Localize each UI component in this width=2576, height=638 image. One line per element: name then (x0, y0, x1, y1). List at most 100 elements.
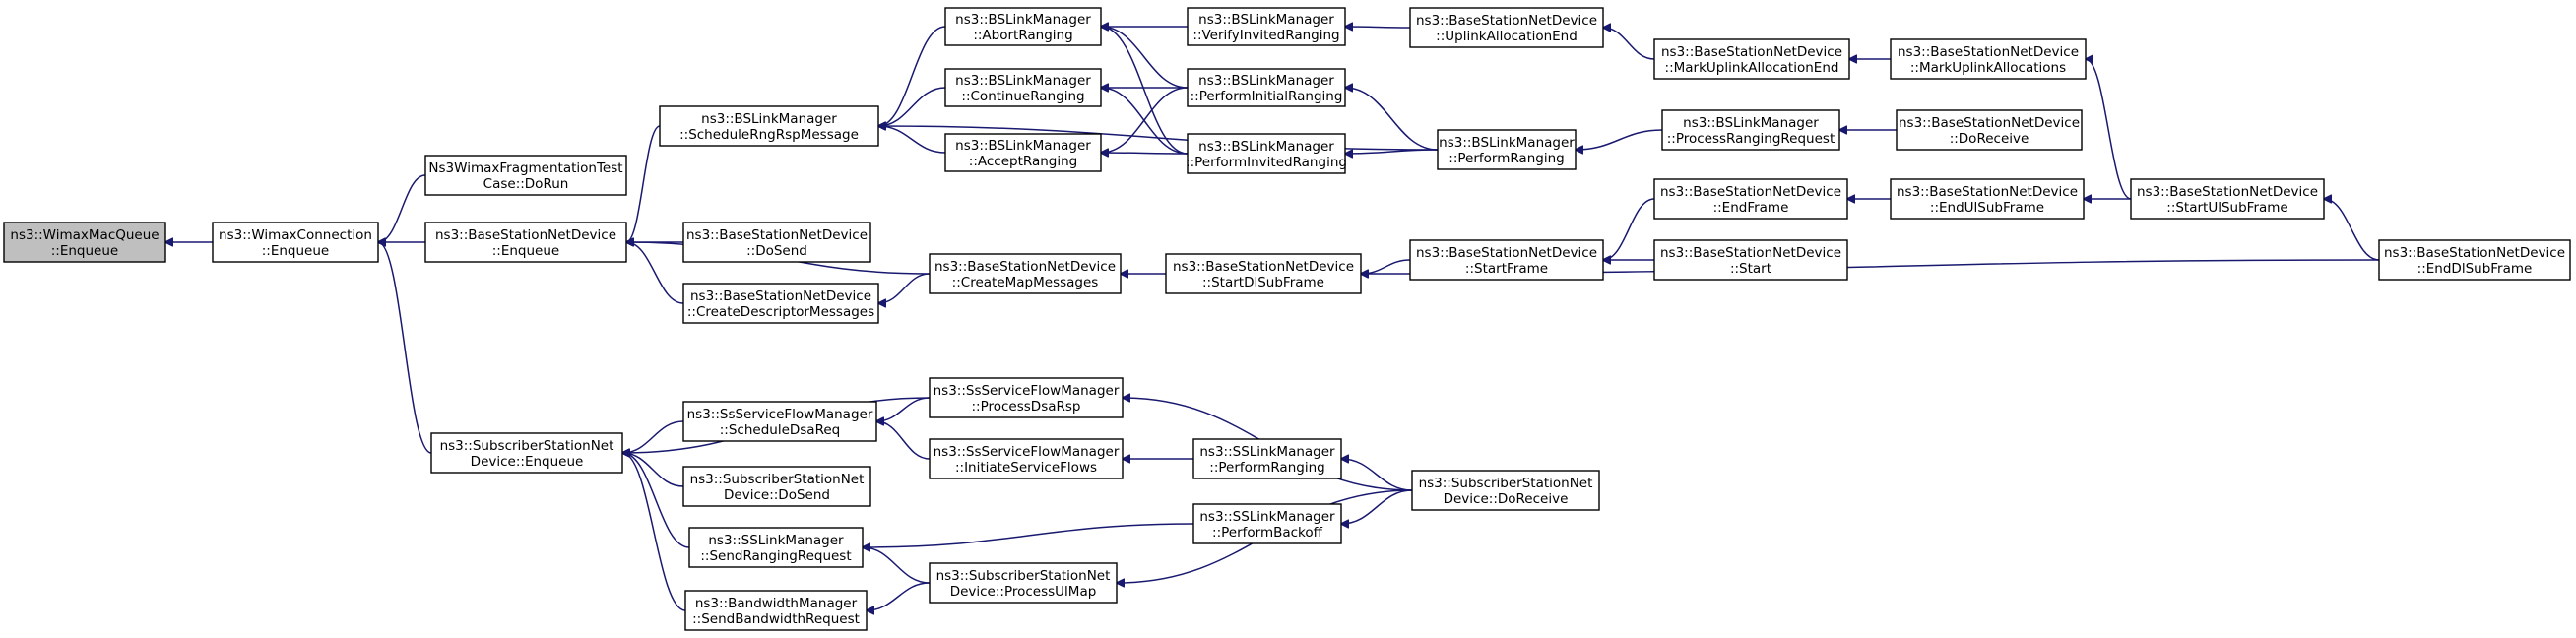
node-label-line: ns3::WimaxConnection (219, 227, 372, 243)
edge-ssnd-enqueue-to-wimaxconnection-enqueue (378, 242, 432, 454)
node-label-line: ns3::SSLinkManager (1199, 444, 1335, 460)
node-bsnd-createdescriptor[interactable]: ns3::BaseStationNetDevice::CreateDescrip… (682, 283, 879, 324)
node-label-line: ::InitiateServiceFlows (955, 460, 1097, 476)
node-label-line: ns3::BaseStationNetDevice (435, 227, 616, 243)
node-box (1192, 438, 1342, 479)
node-box (1653, 38, 1850, 80)
node-bslm-processrangingrequest[interactable]: ns3::BSLinkManager::ProcessRangingReques… (1661, 109, 1840, 151)
edge-bslm-acceptranging-to-bslm-schedulerngrsp (878, 126, 946, 154)
edge-bsnd-endframe-to-bsnd-startframe (1603, 198, 1655, 260)
node-bsnd-endframe[interactable]: ns3::BaseStationNetDevice::EndFrame (1653, 178, 1848, 220)
node-label-line: ::ProcessDsaRsp (972, 399, 1081, 415)
node-bsnd-startframe[interactable]: ns3::BaseStationNetDevice::StartFrame (1409, 239, 1604, 281)
node-bsnd-createmapmessages[interactable]: ns3::BaseStationNetDevice::CreateMapMess… (929, 253, 1122, 294)
node-sslm-performranging[interactable]: ns3::SSLinkManager::PerformRanging (1192, 438, 1342, 479)
node-label-line: ::PerformRanging (1449, 151, 1564, 166)
node-bsnd-uplinkallocationend[interactable]: ns3::BaseStationNetDevice::UplinkAllocat… (1409, 7, 1604, 48)
node-box (1187, 68, 1346, 107)
node-label-line: ns3::BSLinkManager (1439, 135, 1575, 151)
node-box (1661, 109, 1840, 151)
node-bslm-performranging[interactable]: ns3::BSLinkManager::PerformRanging (1437, 129, 1577, 170)
node-label-line: ns3::BaseStationNetDevice (1660, 184, 1841, 200)
node-bsnd-startulsubframe[interactable]: ns3::BaseStationNetDevice::StartUlSubFra… (2130, 178, 2325, 220)
node-box (2130, 178, 2325, 220)
node-label-line: ::VerifyInvitedRanging (1192, 28, 1339, 43)
node-box (682, 283, 879, 324)
node-box (1409, 7, 1604, 48)
node-box (1165, 253, 1362, 294)
node-sslm-sendrangingrequest[interactable]: ns3::SSLinkManager::SendRangingRequest (688, 527, 864, 568)
node-box (1890, 178, 2085, 220)
node-bslm-performinvitedranging[interactable]: ns3::BSLinkManager::PerformInvitedRangin… (1186, 133, 1347, 174)
node-box (682, 401, 877, 442)
node-ssfm-scheduledsareq[interactable]: ns3::SsServiceFlowManager::ScheduleDsaRe… (682, 401, 877, 442)
node-label-line: ns3::BSLinkManager (1683, 115, 1819, 131)
node-ssnd-doreceive[interactable]: ns3::SubscriberStationNetDevice::DoRecei… (1411, 470, 1600, 511)
node-box (1409, 239, 1604, 281)
node-bsnd-markuplinkallocationend[interactable]: ns3::BaseStationNetDevice::MarkUplinkAll… (1653, 38, 1850, 80)
node-ssnd-processulmap[interactable]: ns3::SubscriberStationNetDevice::Process… (929, 562, 1118, 604)
node-box (929, 377, 1124, 418)
node-box (1896, 109, 2083, 151)
node-bsnd-dosend[interactable]: ns3::BaseStationNetDevice::DoSend (682, 222, 871, 263)
edge-sslm-performbackoff-to-sslm-sendrangingrequest (863, 523, 1194, 547)
node-box (1653, 178, 1848, 220)
node-label-line: ::PerformRanging (1209, 460, 1324, 476)
node-label-line: ns3::BaseStationNetDevice (2137, 184, 2318, 200)
node-label-line: ::CreateDescriptorMessages (687, 304, 874, 320)
node-bsnd-enqueue[interactable]: ns3::BaseStationNetDevice::Enqueue (424, 222, 627, 263)
node-label-line: Device::ProcessUlMap (950, 584, 1097, 600)
node-label-line: ::EndFrame (1713, 200, 1789, 216)
node-bsnd-endulsubframe[interactable]: ns3::BaseStationNetDevice::EndUlSubFrame (1890, 178, 2085, 220)
node-bsnd-startdlsubframe[interactable]: ns3::BaseStationNetDevice::StartDlSubFra… (1165, 253, 1362, 294)
node-label-line: ns3::SubscriberStationNet (690, 472, 865, 487)
node-bslm-verifyinvitedranging[interactable]: ns3::BSLinkManager::VerifyInvitedRanging (1187, 7, 1346, 46)
edge-bsnd-createdescriptor-to-bsnd-enqueue (626, 242, 684, 304)
node-box (944, 68, 1102, 107)
node-wimaxmacqueue-enqueue[interactable]: ns3::WimaxMacQueue::Enqueue (3, 222, 166, 263)
node-sslm-performbackoff[interactable]: ns3::SSLinkManager::PerformBackoff (1192, 503, 1342, 544)
node-box (1890, 38, 2087, 80)
node-bsnd-doreceive[interactable]: ns3::BaseStationNetDevice::DoReceive (1896, 109, 2083, 151)
edge-bslm-performinitialranging-to-bslm-abortranging (1101, 27, 1189, 89)
node-label-line: ns3::BSLinkManager (1198, 139, 1334, 155)
node-label-line: ns3::BSLinkManager (701, 111, 837, 127)
node-label-line: Device::DoReceive (1444, 491, 1569, 507)
node-box (929, 253, 1122, 294)
edge-bsnd-enddlsubframe-to-bsnd-startulsubframe (2324, 199, 2380, 261)
node-bsnd-enddlsubframe[interactable]: ns3::BaseStationNetDevice::EndDlSubFrame (2378, 239, 2571, 281)
node-bsnd-start[interactable]: ns3::BaseStationNetDevice::Start (1653, 239, 1848, 281)
edge-bsnd-markuplinkallocationend-to-bsnd-uplinkallocationend (1603, 28, 1655, 60)
node-ssfm-processdsarsp[interactable]: ns3::SsServiceFlowManager::ProcessDsaRsp (929, 377, 1124, 418)
node-bslm-abortranging[interactable]: ns3::BSLinkManager::AbortRanging (944, 7, 1102, 46)
node-bwm-sendbandwidthrequest[interactable]: ns3::BandwidthManager::SendBandwidthRequ… (684, 590, 868, 631)
node-box (1187, 133, 1346, 174)
node-bslm-schedulerngrsp[interactable]: ns3::BSLinkManager::ScheduleRngRspMessag… (659, 105, 879, 147)
node-layer: ns3::WimaxMacQueue::Enqueue ns3::WimaxCon… (3, 7, 2571, 631)
node-ssfm-initiateserviceflows[interactable]: ns3::SsServiceFlowManager::InitiateServi… (929, 438, 1124, 479)
edge-bsnd-createmapmessages-to-bsnd-createdescriptor (878, 273, 931, 303)
edge-bslm-abortranging-to-bslm-schedulerngrsp (878, 26, 946, 126)
node-label-line: ::PerformInitialRanging (1191, 89, 1343, 104)
node-label-line: ns3::BaseStationNetDevice (1416, 245, 1597, 261)
node-box (688, 527, 864, 568)
node-bslm-continueranging[interactable]: ns3::BSLinkManager::ContinueRanging (944, 68, 1102, 107)
node-bslm-performinitialranging[interactable]: ns3::BSLinkManager::PerformInitialRangin… (1187, 68, 1346, 107)
node-label-line: ns3::BaseStationNetDevice (1899, 115, 2080, 131)
node-wimaxconnection-enqueue[interactable]: ns3::WimaxConnection::Enqueue (212, 222, 379, 263)
node-label-line: ::EndDlSubFrame (2417, 261, 2533, 277)
node-bslm-acceptranging[interactable]: ns3::BSLinkManager::AcceptRanging (944, 133, 1102, 172)
node-bsnd-markuplinkallocations[interactable]: ns3::BaseStationNetDevice::MarkUplinkAll… (1890, 38, 2087, 80)
node-label-line: ns3::BSLinkManager (1198, 12, 1334, 28)
node-label-line: ::Enqueue (51, 243, 118, 259)
node-label-line: ns3::BaseStationNetDevice (1660, 245, 1841, 261)
node-box (1653, 239, 1848, 281)
edge-ssnd-processulmap-to-sslm-sendrangingrequest (863, 547, 931, 584)
edge-bwm-sendbandwidthrequest-to-ssnd-enqueue (622, 453, 686, 611)
node-label-line: ns3::SubscriberStationNet (440, 438, 614, 454)
node-label-line: ns3::SSLinkManager (708, 533, 844, 548)
node-label-line: ns3::BaseStationNetDevice (1661, 44, 1842, 60)
